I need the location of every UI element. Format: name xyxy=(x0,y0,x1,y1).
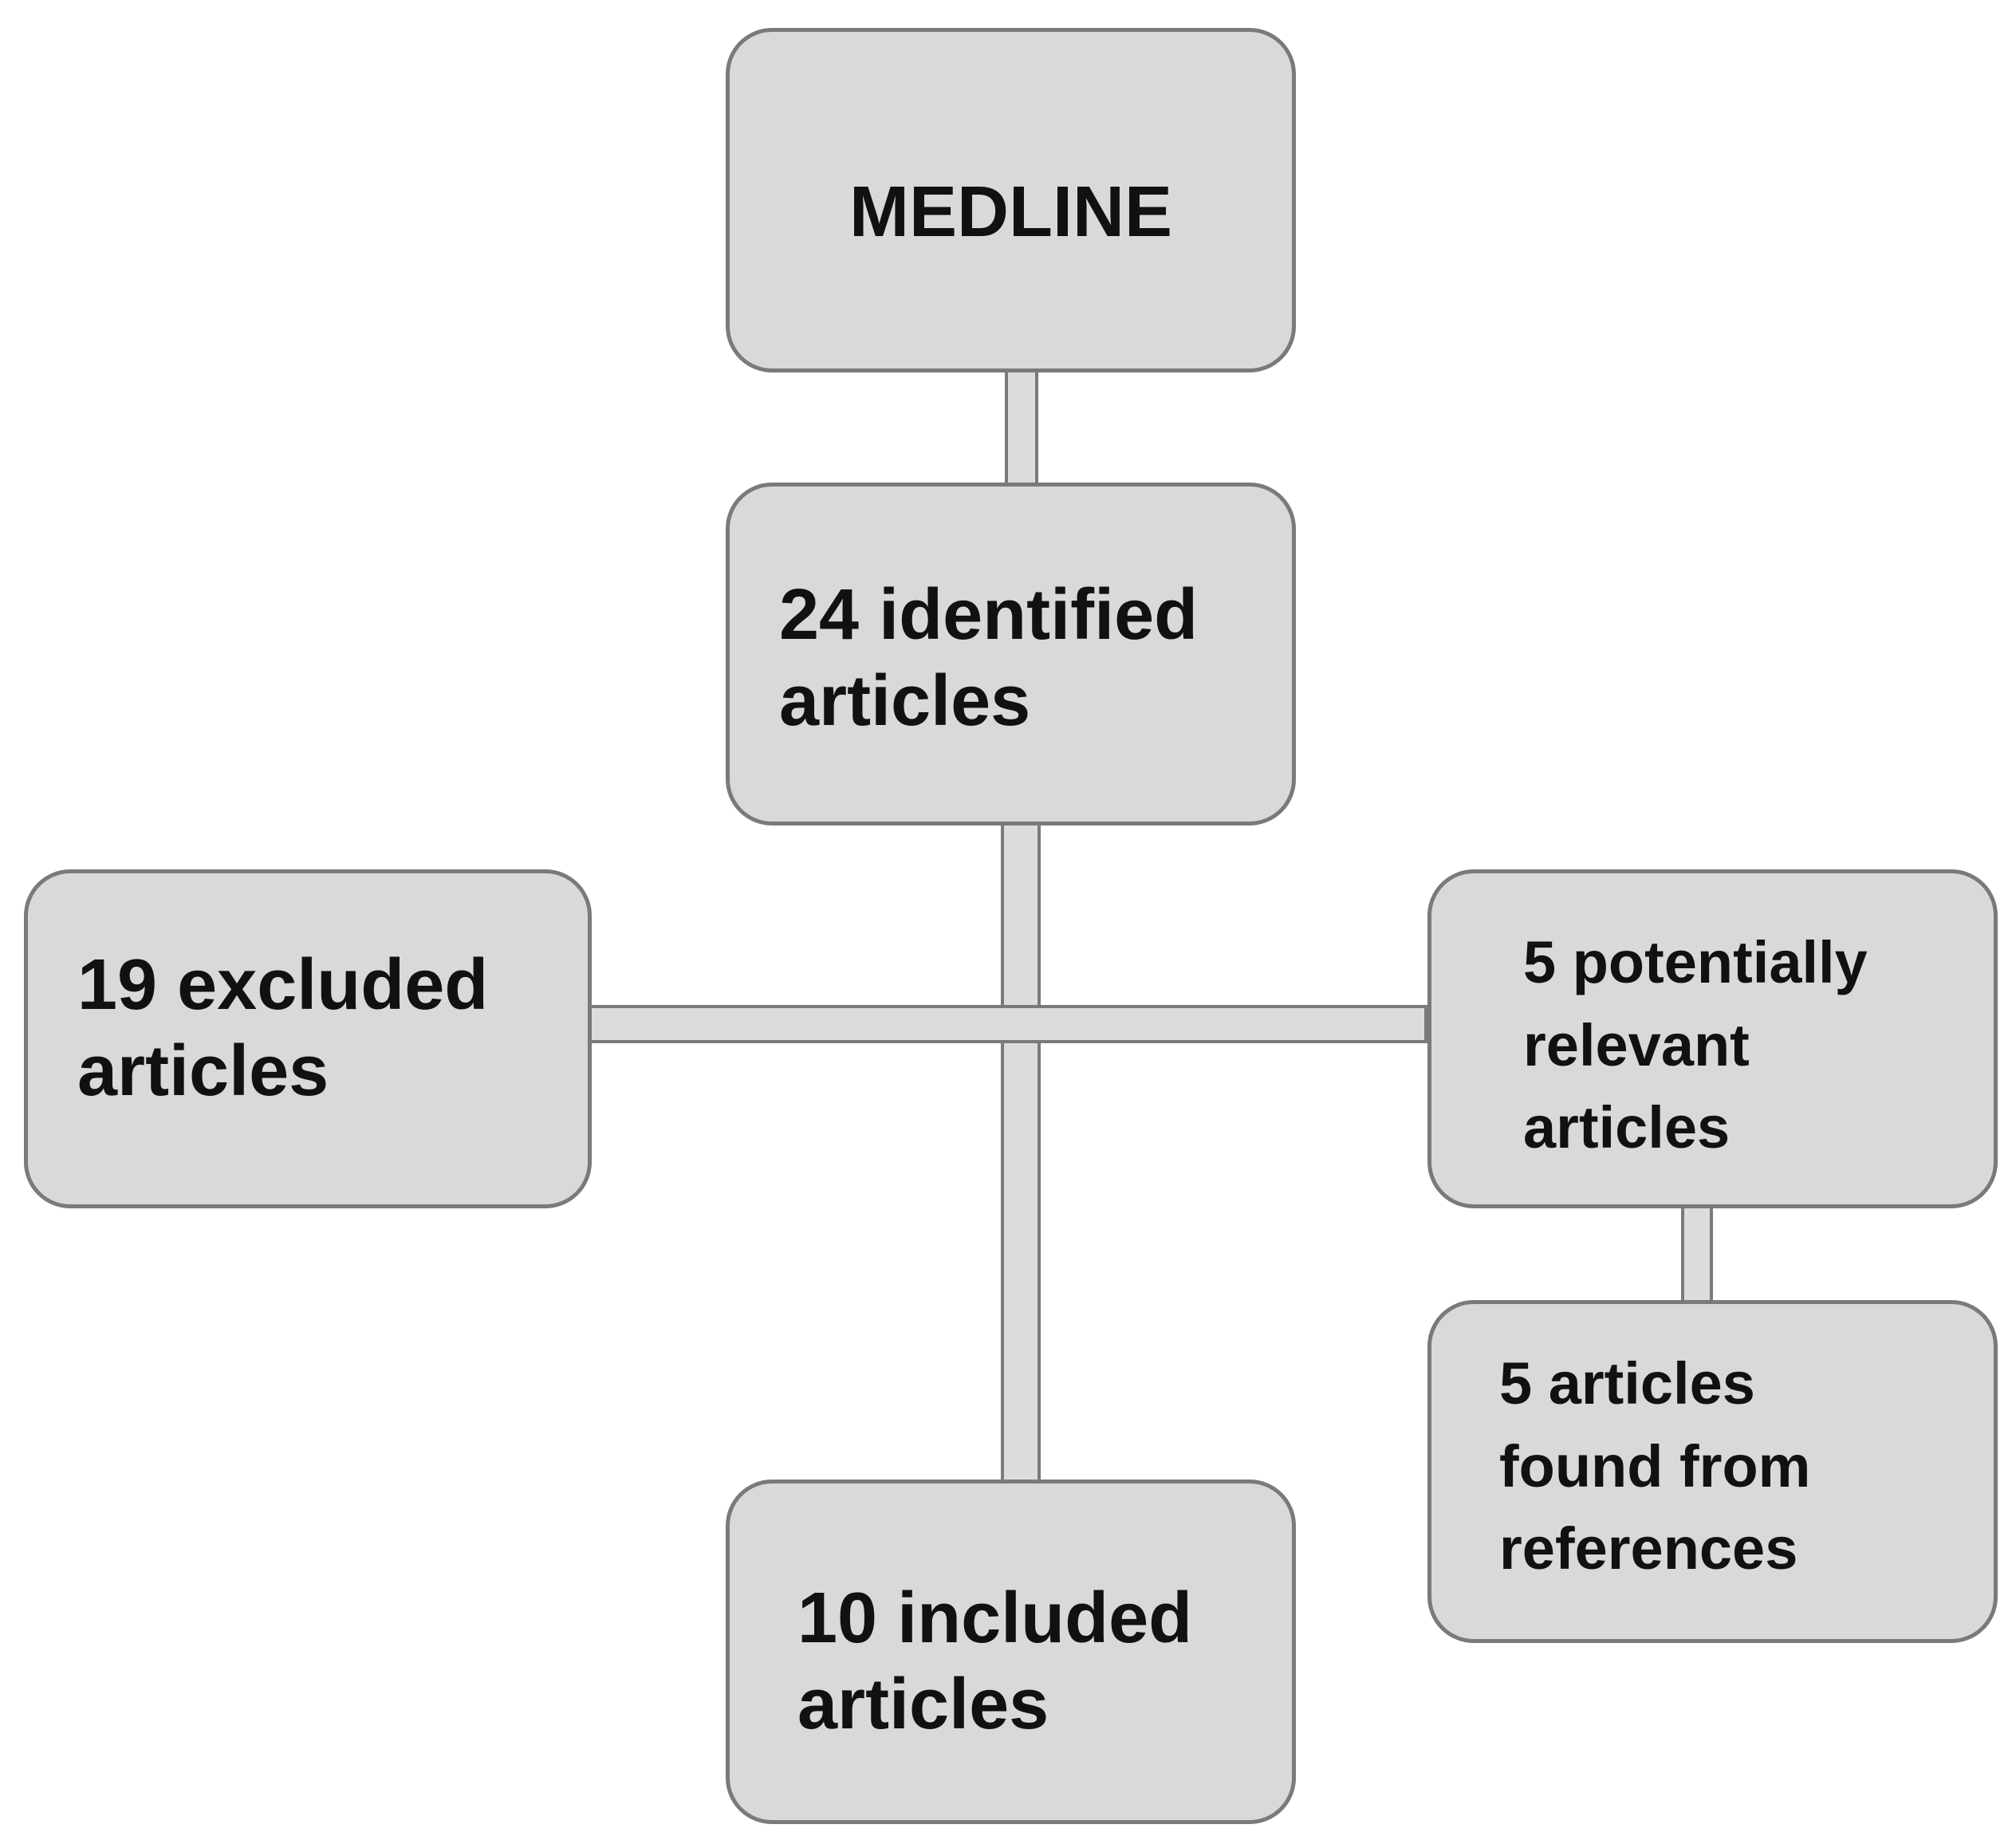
medline-label: MEDLINE xyxy=(849,172,1172,252)
excluded-articles-label: 19 excluded articles xyxy=(77,945,489,1111)
found-from-references-label: 5 articles found from references xyxy=(1499,1350,1811,1582)
included-articles-label: 10 included articles xyxy=(797,1578,1193,1744)
connector-relevant-to-references xyxy=(1681,1196,1713,1304)
connector-horizontal-main xyxy=(586,1005,1427,1043)
identified-articles-label: 24 identified articles xyxy=(779,575,1199,741)
potentially-relevant-box: 5 potentially relevant articles xyxy=(1427,869,1998,1208)
included-articles-box: 10 included articles xyxy=(726,1480,1296,1824)
found-from-references-box: 5 articles found from references xyxy=(1427,1300,1998,1643)
connector-medline-to-identified xyxy=(1005,359,1038,487)
excluded-articles-box: 19 excluded articles xyxy=(24,869,592,1208)
potentially-relevant-label: 5 potentially relevant articles xyxy=(1523,929,1868,1161)
connector-vertical-main xyxy=(1001,818,1041,1489)
medline-box: MEDLINE xyxy=(726,28,1296,372)
identified-articles-box: 24 identified articles xyxy=(726,483,1296,825)
